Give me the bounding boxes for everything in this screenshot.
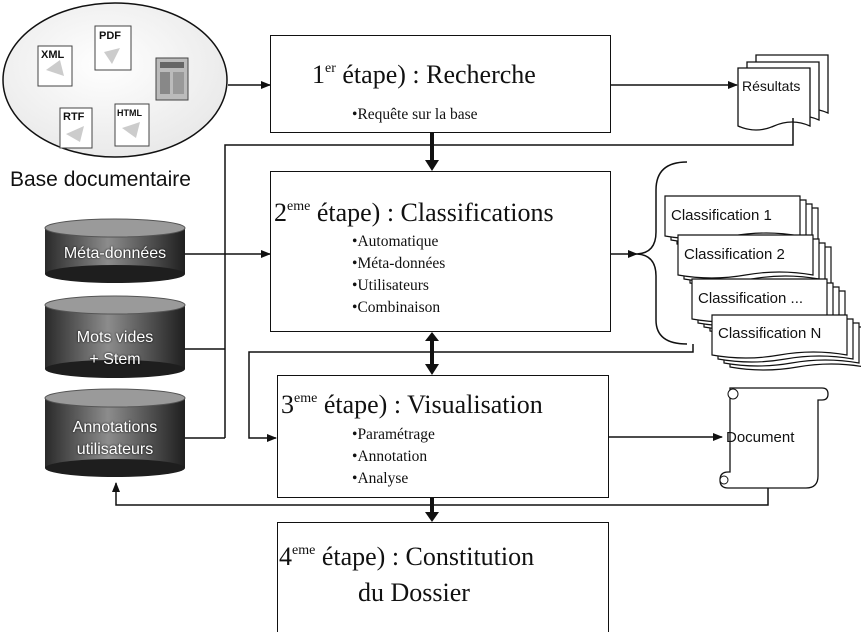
step4-title-line2: du Dossier xyxy=(358,578,470,607)
metadata-database-cylinder xyxy=(44,218,186,283)
classification-label: Classification 1 xyxy=(671,207,772,224)
html-icon-label: HTML xyxy=(117,108,142,118)
classifications-to-step3-arrow xyxy=(248,344,694,442)
document-feedback-arrow xyxy=(112,482,769,506)
step2-bullets: Automatique Méta-données Utilisateurs Co… xyxy=(352,231,445,319)
classification-card xyxy=(677,234,814,279)
document-label: Document xyxy=(726,429,795,446)
step2-bullet: Utilisateurs xyxy=(352,275,445,297)
step3-bullet: Analyse xyxy=(352,468,435,490)
step1-bullets: Requête sur la base xyxy=(352,104,477,126)
classification-card xyxy=(711,314,848,359)
metadata-db-label: Méta-données xyxy=(63,245,167,262)
step2-bullet: Méta-données xyxy=(352,253,445,275)
step4-box xyxy=(277,522,609,632)
step2-bullet: Combinaison xyxy=(352,297,445,319)
classification-label: Classification 2 xyxy=(684,246,785,263)
step2-bullet: Automatique xyxy=(352,231,445,253)
xml-icon-label: XML xyxy=(41,49,65,61)
annotations-database-cylinder xyxy=(44,388,186,477)
document-base-oval xyxy=(2,2,228,158)
step3-box xyxy=(277,375,609,498)
classification-stacks xyxy=(664,195,861,371)
document-scroll-icon xyxy=(719,387,829,489)
step3-title: 3eme étape) : Visualisation xyxy=(281,390,543,419)
results-feedback-line xyxy=(224,118,794,242)
step3-bullets: Paramétrage Annotation Analyse xyxy=(352,424,435,490)
classification-label: Classification ... xyxy=(698,290,804,307)
rtf-icon-label: RTF xyxy=(63,111,85,123)
stopwords-database-cylinder xyxy=(44,295,186,378)
stopwords-db-label: Mots vides+ Stem xyxy=(76,329,154,368)
step1-title: 1er étape) : Recherche xyxy=(312,60,536,89)
step3-bullet: Paramétrage xyxy=(352,424,434,446)
base-label: Base documentaire xyxy=(10,168,191,191)
pdf-icon-label: PDF xyxy=(99,30,121,42)
news-file-icon xyxy=(155,57,189,101)
step1-bullet: Requête sur la base xyxy=(352,104,477,126)
rtf-file-icon xyxy=(59,107,93,149)
html-file-icon xyxy=(114,103,150,147)
step2-title: 2eme étape) : Classifications xyxy=(274,198,554,227)
pdf-file-icon xyxy=(94,25,132,71)
step3-bullet: Annotation xyxy=(352,446,435,468)
step4-title: 4eme étape) : Constitution xyxy=(279,542,535,571)
xml-file-icon xyxy=(37,45,73,87)
classification-label: Classification N xyxy=(718,325,822,342)
results-document-stack xyxy=(737,54,829,131)
results-label: Résultats xyxy=(742,78,801,94)
